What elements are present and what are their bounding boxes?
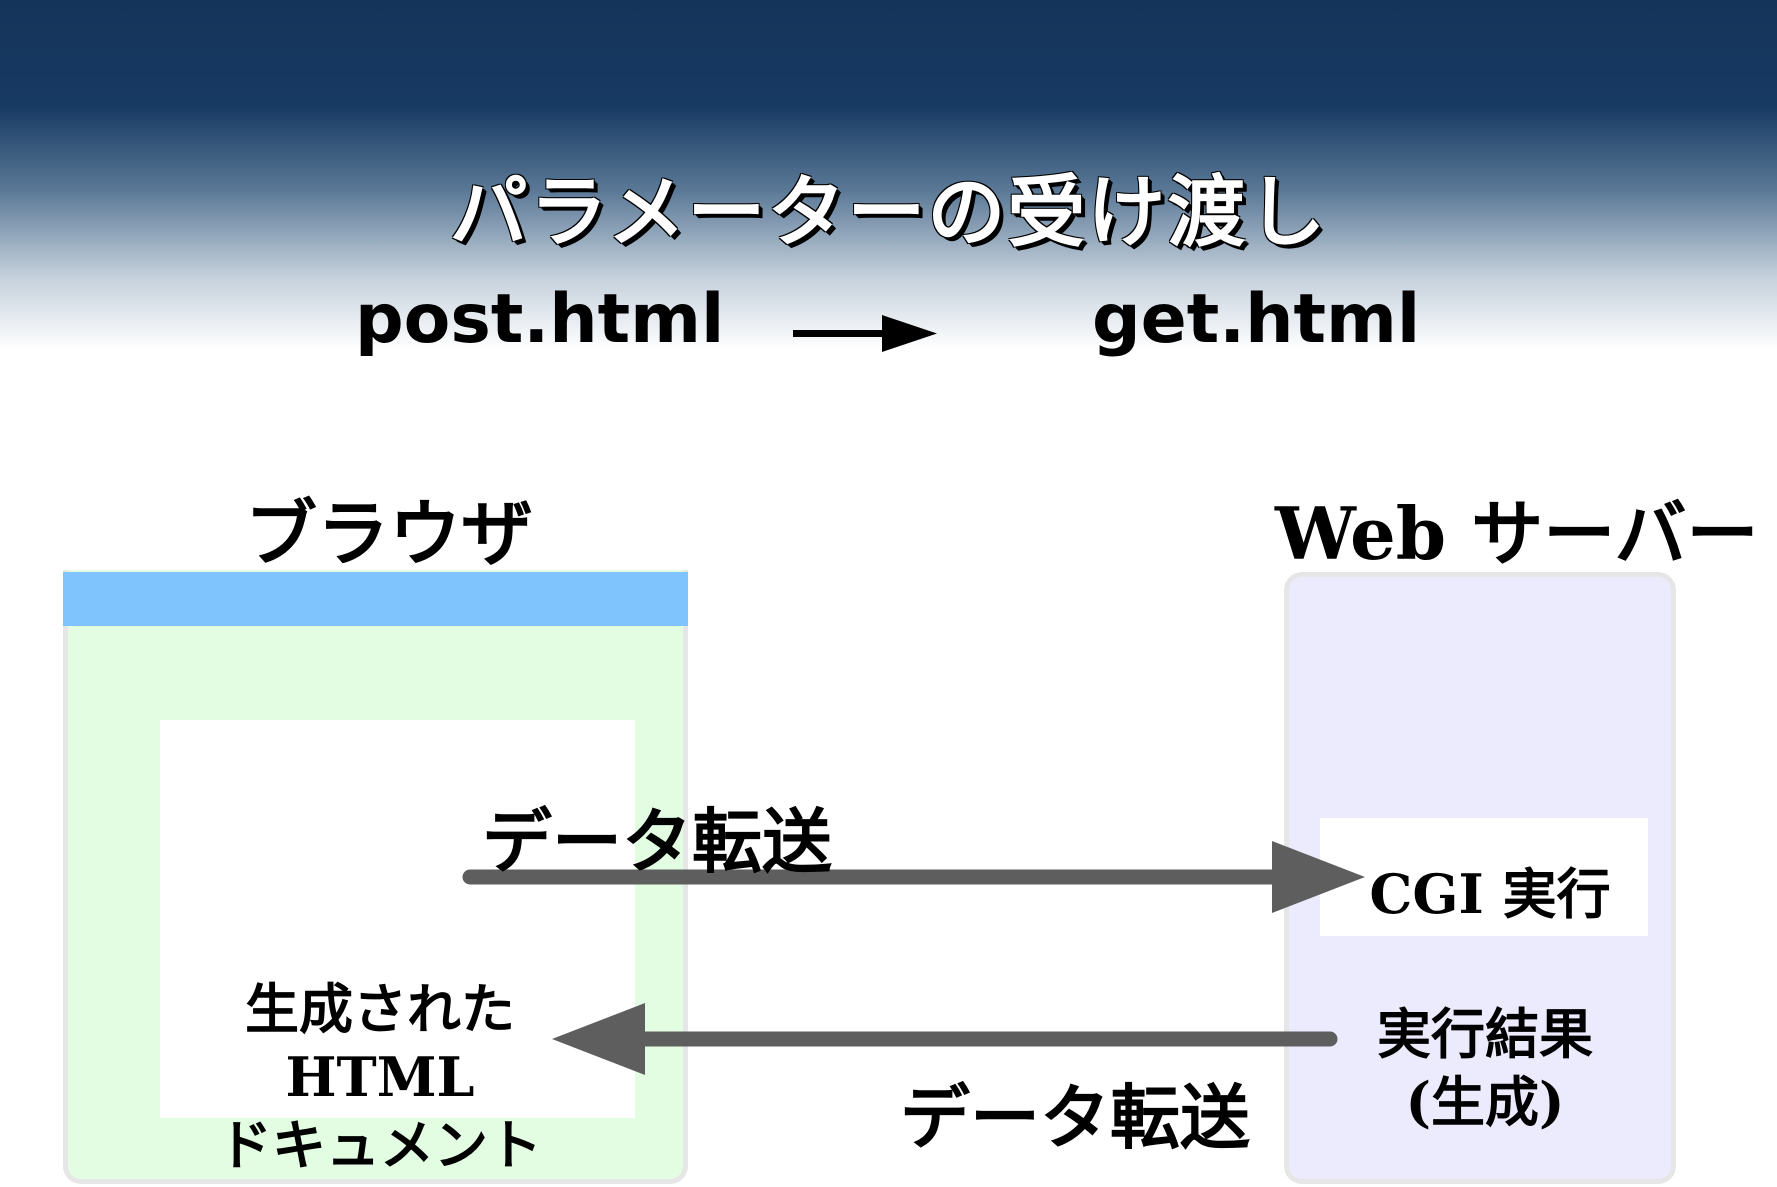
- result-line-2: (生成): [1405, 1070, 1565, 1134]
- target-file-label: get.html: [1092, 280, 1421, 359]
- return-transfer-label: データ転送: [900, 1076, 1250, 1159]
- browser-content-area: [160, 720, 635, 1118]
- source-file-label: post.html: [355, 280, 725, 359]
- header-background: [0, 0, 1777, 370]
- return-arrow: [552, 1003, 1338, 1075]
- doc-line-1: 生成された: [245, 977, 515, 1041]
- doc-line-3: ドキュメント: [218, 1113, 542, 1177]
- generated-document-label: 生成された HTML ドキュメント: [210, 975, 550, 1179]
- result-line-1: 実行結果: [1377, 1002, 1593, 1066]
- send-transfer-label: データ転送: [482, 800, 832, 883]
- send-arrow: [462, 841, 1365, 913]
- browser-label: ブラウザ: [245, 491, 534, 576]
- server-label: Web サーバー: [1275, 491, 1759, 576]
- execution-result-label: 実行結果 (生成): [1320, 1000, 1650, 1136]
- cgi-process-box: [1320, 818, 1648, 936]
- doc-line-2: HTML: [285, 1045, 475, 1109]
- browser-titlebar: [63, 572, 688, 626]
- cgi-process-label: CGI 実行: [1369, 862, 1611, 926]
- page-title: パラメーターの受け渡し: [449, 168, 1328, 258]
- file-flow-arrow: [793, 315, 937, 352]
